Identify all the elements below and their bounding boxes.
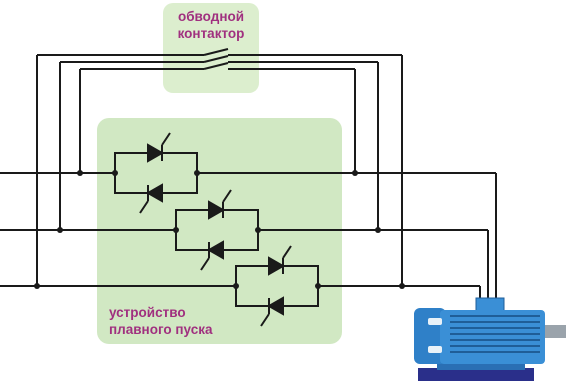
soft-starter-label-line1: устройство [109,305,186,320]
bypass-contactor-label: обводной контактор [165,8,257,42]
junction-dots [34,170,405,289]
soft-starter-label-line2: плавного пуска [109,322,213,337]
soft-starter-box [97,118,342,344]
contactor-switch-icon [203,48,229,70]
bypass-contactor-label-line2: контактор [177,26,245,41]
bypass-contactor-label-line1: обводной [177,9,245,24]
bypass-contactor-box [163,3,259,93]
motor-icon [414,297,566,381]
soft-starter-label: устройство плавного пуска [109,304,249,338]
